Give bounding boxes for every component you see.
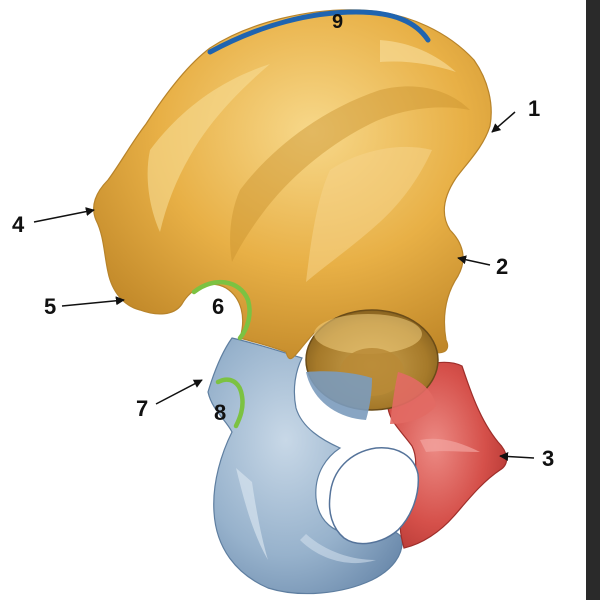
obturator-foramen xyxy=(328,447,420,545)
ischium-highlight xyxy=(236,468,268,560)
label-3: 3 xyxy=(542,446,554,471)
label-4: 4 xyxy=(12,212,25,237)
right-edge-strip xyxy=(586,0,600,600)
ilium-ridge xyxy=(147,64,270,232)
label-7: 7 xyxy=(136,396,148,421)
arrow-2 xyxy=(457,255,491,266)
iliac-crest-marker xyxy=(207,9,431,55)
arrow-5 xyxy=(61,296,125,307)
arrow-4 xyxy=(33,207,95,223)
arrow-3 xyxy=(499,451,535,461)
greater-sciatic-notch-marker xyxy=(191,279,252,341)
acetabulum-pubis-part xyxy=(390,372,436,424)
ilium-ridge xyxy=(230,86,470,262)
arrow-7 xyxy=(155,379,203,405)
ilium-ridge xyxy=(380,40,456,72)
pubis-highlight xyxy=(420,438,480,452)
lesser-sciatic-notch-marker xyxy=(215,377,245,429)
label-2: 2 xyxy=(496,254,508,279)
acetabulum-rim-highlight xyxy=(314,314,422,354)
arrow-1 xyxy=(491,111,516,133)
label-5: 5 xyxy=(44,294,56,319)
acetabulum-ischium-part xyxy=(306,371,372,420)
ischium-highlight xyxy=(300,534,376,564)
label-8: 8 xyxy=(214,400,226,425)
label-6: 6 xyxy=(212,294,224,319)
label-9: 9 xyxy=(332,11,343,33)
ilium-ridge xyxy=(306,146,432,282)
label-1: 1 xyxy=(528,96,540,121)
